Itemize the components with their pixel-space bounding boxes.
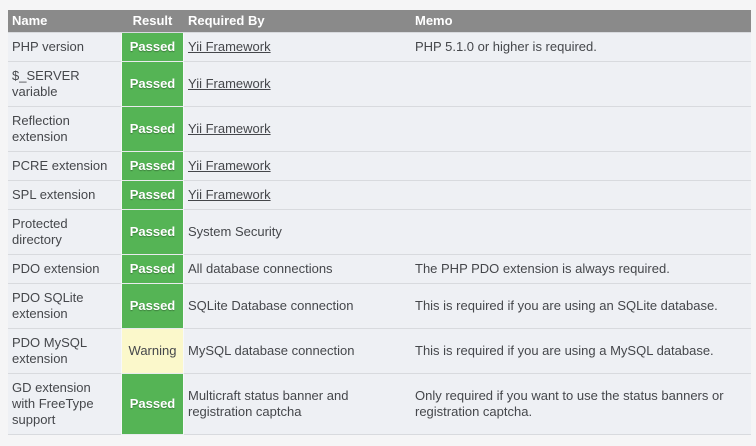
table-row: SPL extension Passed Yii Framework <box>8 181 751 210</box>
required-by-cell: System Security <box>184 210 411 255</box>
table-row: GD extension with FreeType support Passe… <box>8 374 751 435</box>
memo-cell: The PHP PDO extension is always required… <box>411 255 751 284</box>
requirement-name-cell: GD extension with FreeType support <box>8 374 121 435</box>
required-by-text: All database connections <box>188 261 333 276</box>
table-header-row: Name Result Required By Memo <box>8 10 751 33</box>
required-by-text: System Security <box>188 224 282 239</box>
requirement-name-cell: $_SERVER variable <box>8 62 121 107</box>
result-badge: Passed <box>121 210 184 255</box>
required-by-text: SQLite Database connection <box>188 298 354 313</box>
required-by-cell: SQLite Database connection <box>184 284 411 329</box>
required-by-cell: Yii Framework <box>184 62 411 107</box>
memo-cell: This is required if you are using an SQL… <box>411 284 751 329</box>
result-badge: Passed <box>121 62 184 107</box>
table-row: PDO extension Passed All database connec… <box>8 255 751 284</box>
column-header-required-by: Required By <box>184 10 411 33</box>
memo-cell <box>411 181 751 210</box>
result-badge: Passed <box>121 255 184 284</box>
table-row: PDO SQLite extension Passed SQLite Datab… <box>8 284 751 329</box>
required-by-link[interactable]: Yii Framework <box>188 76 271 91</box>
table-row: Reflection extension Passed Yii Framewor… <box>8 107 751 152</box>
requirement-name-cell: PDO MySQL extension <box>8 329 121 374</box>
requirement-name-cell: PDO SQLite extension <box>8 284 121 329</box>
memo-cell <box>411 210 751 255</box>
table-row: $_SERVER variable Passed Yii Framework <box>8 62 751 107</box>
requirement-name-cell: PCRE extension <box>8 152 121 181</box>
result-badge: Passed <box>121 107 184 152</box>
required-by-cell: Multicraft status banner and registratio… <box>184 374 411 435</box>
result-badge: Passed <box>121 284 184 329</box>
table-row: Protected directory Passed System Securi… <box>8 210 751 255</box>
memo-cell <box>411 62 751 107</box>
result-badge: Passed <box>121 33 184 62</box>
column-header-memo: Memo <box>411 10 751 33</box>
requirement-name-cell: PHP version <box>8 33 121 62</box>
required-by-cell: Yii Framework <box>184 107 411 152</box>
result-badge: Warning <box>121 329 184 374</box>
required-by-text: Multicraft status banner and registratio… <box>188 388 349 419</box>
required-by-link[interactable]: Yii Framework <box>188 187 271 202</box>
required-by-text: MySQL database connection <box>188 343 355 358</box>
table-row: PHP version Passed Yii Framework PHP 5.1… <box>8 33 751 62</box>
memo-cell: This is required if you are using a MySQ… <box>411 329 751 374</box>
requirement-name-cell: SPL extension <box>8 181 121 210</box>
memo-cell: PHP 5.1.0 or higher is required. <box>411 33 751 62</box>
required-by-cell: All database connections <box>184 255 411 284</box>
requirements-table: Name Result Required By Memo PHP version… <box>8 10 751 435</box>
table-row: PDO MySQL extension Warning MySQL databa… <box>8 329 751 374</box>
required-by-link[interactable]: Yii Framework <box>188 39 271 54</box>
result-badge: Passed <box>121 152 184 181</box>
required-by-cell: Yii Framework <box>184 181 411 210</box>
required-by-cell: MySQL database connection <box>184 329 411 374</box>
result-badge: Passed <box>121 181 184 210</box>
column-header-name: Name <box>8 10 121 33</box>
requirement-name-cell: Protected directory <box>8 210 121 255</box>
result-badge: Passed <box>121 374 184 435</box>
required-by-cell: Yii Framework <box>184 33 411 62</box>
memo-cell <box>411 107 751 152</box>
required-by-link[interactable]: Yii Framework <box>188 158 271 173</box>
column-header-result: Result <box>121 10 184 33</box>
required-by-link[interactable]: Yii Framework <box>188 121 271 136</box>
required-by-cell: Yii Framework <box>184 152 411 181</box>
table-row: PCRE extension Passed Yii Framework <box>8 152 751 181</box>
memo-cell: Only required if you want to use the sta… <box>411 374 751 435</box>
requirement-name-cell: PDO extension <box>8 255 121 284</box>
requirement-name-cell: Reflection extension <box>8 107 121 152</box>
memo-cell <box>411 152 751 181</box>
